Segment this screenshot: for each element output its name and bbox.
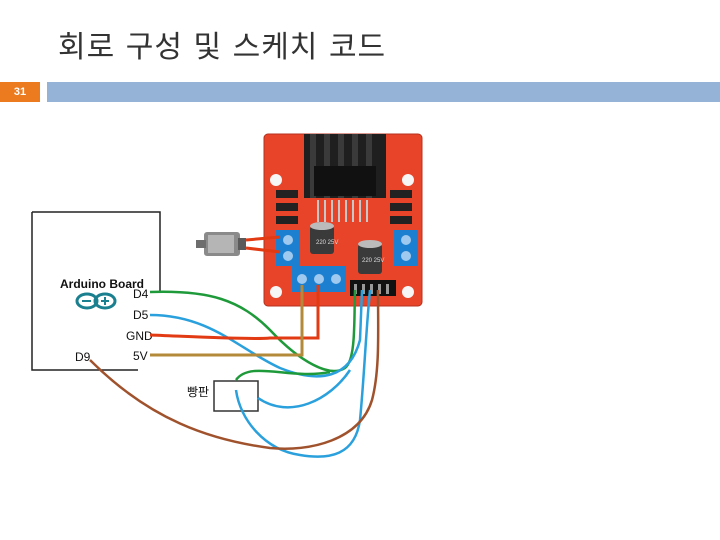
wire-d9-brown bbox=[89, 289, 380, 450]
arduino-logo-icon bbox=[75, 292, 117, 310]
pin-d9-label: D9 bbox=[75, 350, 91, 364]
l298n-motor-driver-module: 220 25V 220 25V bbox=[263, 133, 423, 307]
motor-wire bbox=[245, 235, 281, 242]
pin-5v-label: 5V bbox=[133, 349, 148, 363]
wire-d4-green bbox=[149, 289, 357, 373]
wire-gnd-red bbox=[149, 285, 320, 341]
pin-gnd-label: GND bbox=[126, 329, 153, 343]
control-pin-header bbox=[350, 280, 396, 296]
arduino-board-outline bbox=[31, 211, 161, 371]
terminal-block-motor-a bbox=[276, 230, 300, 266]
motor-wire bbox=[245, 246, 281, 254]
wire-breadboard-blue bbox=[234, 289, 372, 458]
arduino-board-label: Arduino Board bbox=[60, 277, 144, 291]
capacitor-text: 220 25V bbox=[316, 240, 338, 246]
capacitor-text: 220 25V bbox=[362, 258, 384, 264]
wire-5v-gold bbox=[150, 285, 304, 357]
capacitor: 220 25V bbox=[310, 222, 338, 254]
capacitor: 220 25V bbox=[358, 240, 384, 274]
wire-breadboard-green bbox=[234, 369, 331, 381]
breadboard bbox=[213, 380, 259, 412]
wire-breadboard-blue-2 bbox=[257, 369, 352, 409]
wire-d5-blue bbox=[149, 289, 364, 378]
slide-number: 31 bbox=[0, 82, 40, 102]
pin-d4-label: D4 bbox=[133, 287, 149, 301]
dc-motor bbox=[196, 232, 246, 256]
terminal-block-motor-b bbox=[394, 230, 418, 266]
pin-d5-label: D5 bbox=[133, 308, 149, 322]
page-title: 회로 구성 및 스케치 코드 bbox=[58, 30, 387, 65]
breadboard-label: 빵판 bbox=[187, 385, 209, 399]
header-bar bbox=[47, 82, 720, 102]
